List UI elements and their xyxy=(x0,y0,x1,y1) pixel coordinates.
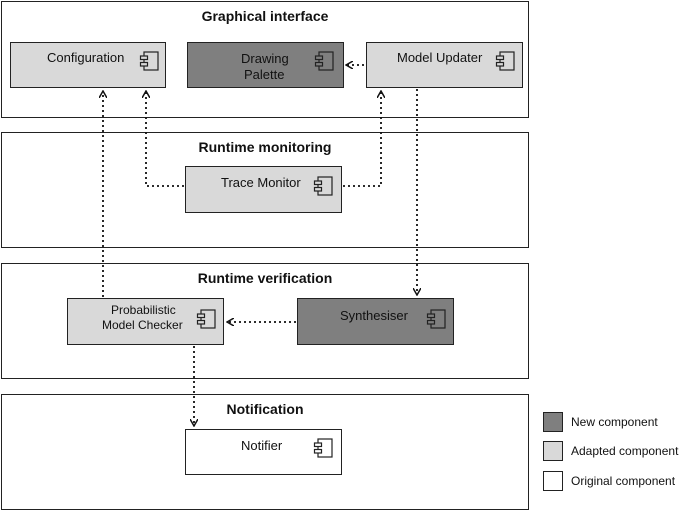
notifier-label: Notifier xyxy=(241,438,283,453)
synthesiser-label: Synthesiser xyxy=(340,308,408,323)
component-icon xyxy=(314,51,334,71)
panel-title-runtime-verification: Runtime verification xyxy=(197,270,333,286)
drawing-palette-component: Drawing Palette xyxy=(187,42,344,88)
component-icon xyxy=(196,309,216,329)
arrow-trace-monitor-to-configuration xyxy=(146,92,184,187)
model-updater-component: Model Updater xyxy=(366,42,523,88)
model-updater-label: Model Updater xyxy=(397,50,483,65)
configuration-component: Configuration xyxy=(10,42,166,88)
pmc-label-line2: Model Checker xyxy=(102,318,183,332)
component-icon xyxy=(313,176,333,196)
component-icon xyxy=(495,51,515,71)
component-icon xyxy=(426,309,446,329)
legend-swatch-original xyxy=(543,471,563,491)
component-icon xyxy=(313,438,333,458)
component-icon xyxy=(139,51,159,71)
legend-swatch-new xyxy=(543,412,563,432)
notifier-component: Notifier xyxy=(185,429,342,475)
drawing-palette-label-line1: Drawing xyxy=(241,51,289,66)
arrow-trace-monitor-to-model-updater xyxy=(343,92,381,187)
panel-title-runtime-monitoring: Runtime monitoring xyxy=(198,139,332,155)
legend-swatch-adapted xyxy=(543,441,563,461)
trace-monitor-label: Trace Monitor xyxy=(221,175,301,190)
trace-monitor-component: Trace Monitor xyxy=(185,166,342,213)
legend-label-original: Original component xyxy=(571,474,676,488)
legend-label-adapted: Adapted component xyxy=(571,444,679,458)
configuration-label: Configuration xyxy=(47,50,125,65)
pmc-label-line1: Probabilistic xyxy=(111,303,176,317)
panel-title-graphical-interface: Graphical interface xyxy=(201,8,329,24)
panel-title-notification: Notification xyxy=(226,401,304,417)
legend-label-new: New component xyxy=(571,415,658,429)
panel-runtime-monitoring: Runtime monitoring xyxy=(1,132,529,248)
probabilistic-model-checker-component: Probabilistic Model Checker xyxy=(67,298,224,345)
synthesiser-component: Synthesiser xyxy=(297,298,454,345)
drawing-palette-label-line2: Palette xyxy=(244,67,285,82)
